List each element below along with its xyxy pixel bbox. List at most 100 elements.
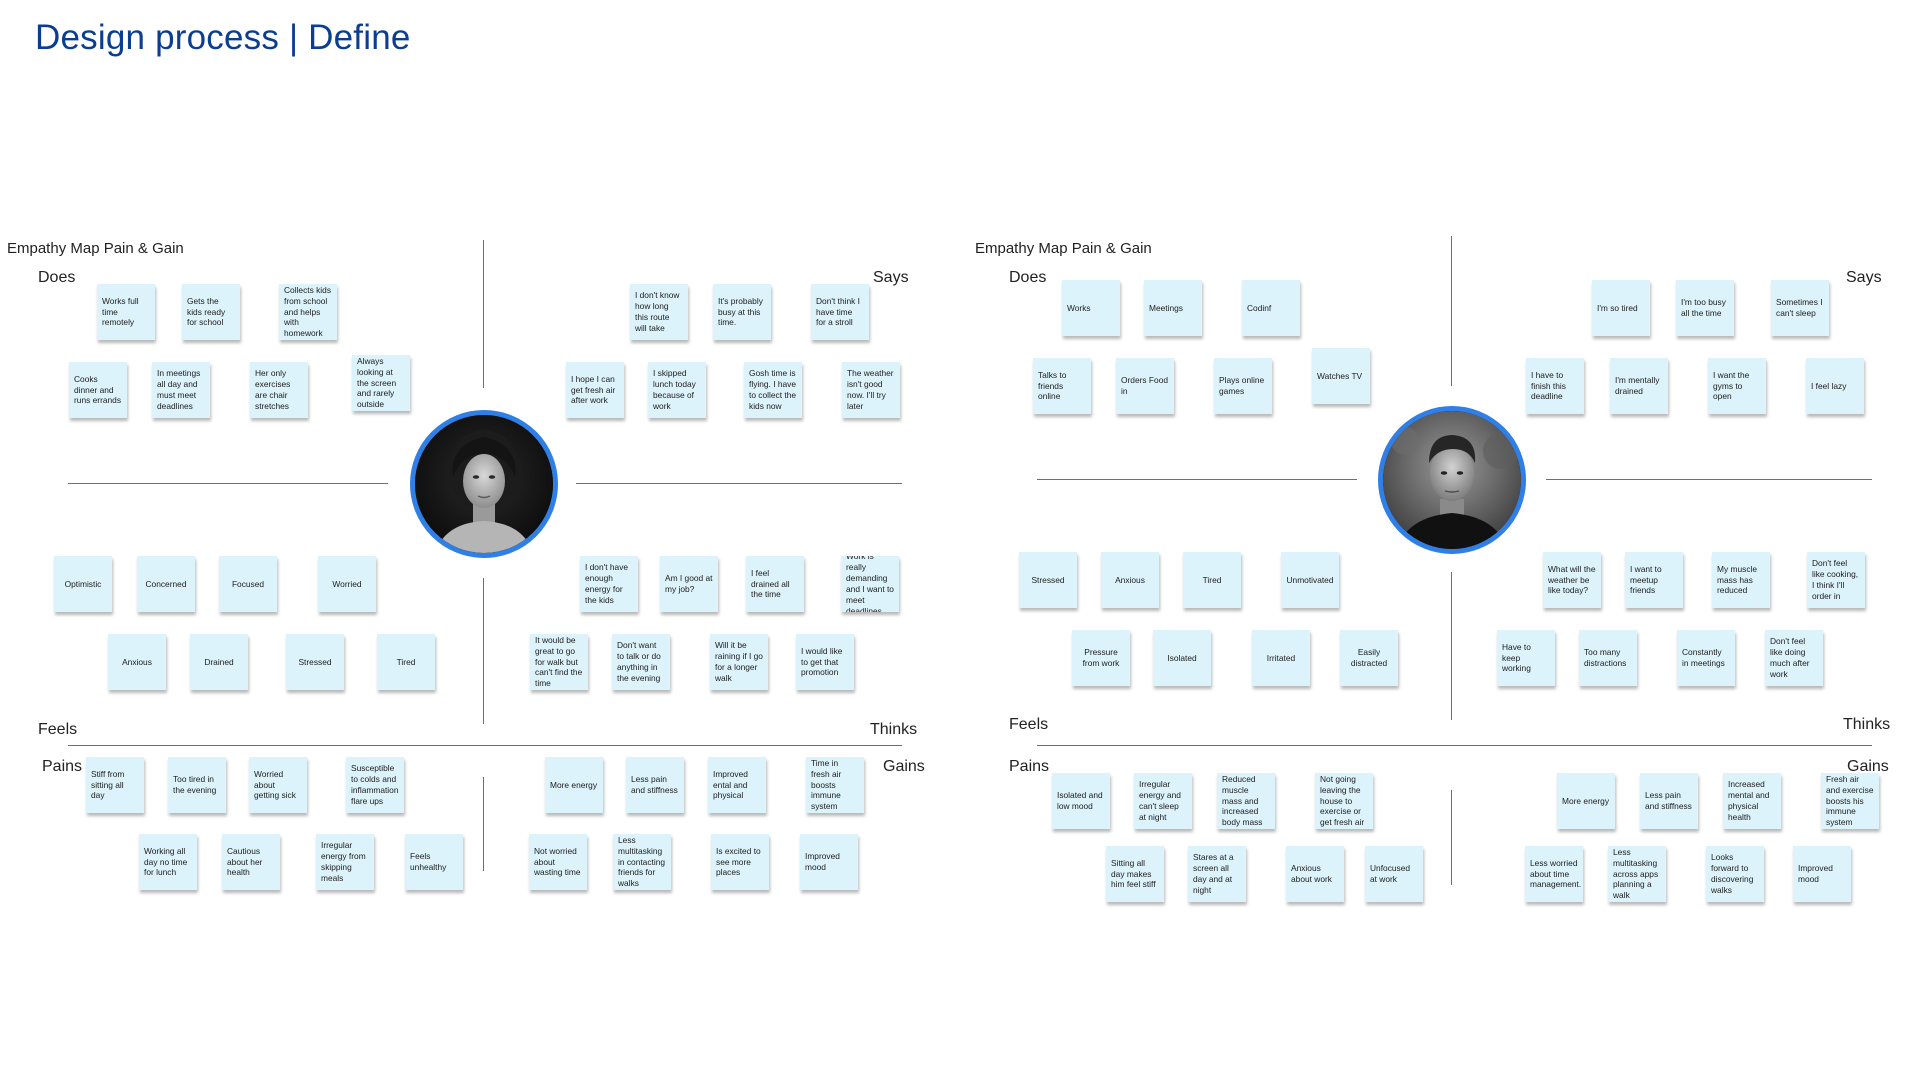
sticky-note-gains: Less worried about time management. (1525, 846, 1583, 902)
sticky-note-says: I'm too busy all the time (1676, 280, 1734, 336)
sticky-note-says: I'm mentally drained (1610, 358, 1668, 414)
label-feels: Feels (1009, 716, 1049, 733)
sticky-note-does: Works full time remotely (97, 284, 155, 340)
sticky-note-thinks: Have to keep working (1497, 630, 1555, 686)
sticky-note-gains: More energy (545, 757, 603, 813)
sticky-note-thinks: Will it be raining if I go for a longer … (710, 634, 768, 690)
sticky-note-gains: Less pain and stiffness (626, 757, 684, 813)
sticky-note-feels: Stressed (1019, 552, 1077, 608)
sticky-note-says: The weather isn't good now. I'll try lat… (842, 362, 900, 418)
page-title: Design process | Define (35, 18, 411, 57)
sticky-note-thinks: Work is really demanding and I want to m… (841, 556, 899, 612)
sticky-note-feels: Concerned (137, 556, 195, 612)
label-gains: Gains (883, 758, 925, 775)
sticky-note-pains: Irregular energy and can't sleep at nigh… (1134, 773, 1192, 829)
sticky-note-thinks: Don't want to talk or do anything in the… (612, 634, 670, 690)
sticky-note-pains: Anxious about work (1286, 846, 1344, 902)
sticky-note-feels: Focused (219, 556, 277, 612)
sticky-note-thinks: I want to meetup friends (1625, 552, 1683, 608)
label-says: Says (1846, 269, 1882, 286)
sticky-note-does: Cooks dinner and runs errands (69, 362, 127, 418)
divider-vertical-top (483, 240, 484, 388)
sticky-note-gains: Less multitasking across apps planning a… (1608, 846, 1666, 902)
sticky-note-says: I don't know how long this route will ta… (630, 284, 688, 340)
sticky-note-gains: Less multitasking in contacting friends … (613, 834, 671, 890)
label-says: Says (873, 269, 909, 286)
sticky-note-gains: Less pain and stiffness (1640, 773, 1698, 829)
label-does: Does (1009, 269, 1047, 286)
sticky-note-pains: Feels unhealthy (405, 834, 463, 890)
sticky-note-pains: Not going leaving the house to exercise … (1315, 773, 1373, 829)
sticky-note-feels: Pressure from work (1072, 630, 1130, 686)
sticky-note-thinks: It would be great to go for walk but can… (530, 634, 588, 690)
sticky-note-gains: Improved mood (1793, 846, 1851, 902)
sticky-note-feels: Tired (377, 634, 435, 690)
label-pains: Pains (1009, 758, 1050, 775)
sticky-note-pains: Too tired in the evening (168, 757, 226, 813)
sticky-note-feels: Anxious (1101, 552, 1159, 608)
label-feels: Feels (38, 721, 78, 738)
sticky-note-gains: Improved ental and physical (708, 757, 766, 813)
sticky-note-thinks: What will the weather be like today? (1543, 552, 1601, 608)
divider-vertical-bottom (483, 578, 484, 724)
sticky-note-feels: Irritated (1252, 630, 1310, 686)
label-thinks: Thinks (1843, 716, 1891, 733)
man-portrait-icon (1383, 411, 1521, 549)
woman-portrait-icon (415, 415, 553, 553)
divider-vertical-bottom (1451, 572, 1452, 720)
sticky-note-does: Watches TV (1312, 348, 1370, 404)
divider-pains-gains (68, 745, 902, 746)
sticky-note-does: In meetings all day and must meet deadli… (152, 362, 210, 418)
divider-horizontal-right (1546, 479, 1872, 480)
sticky-note-pains: Stares at a screen all day and at night (1188, 846, 1246, 902)
sticky-note-thinks: Am I good at my job? (660, 556, 718, 612)
sticky-note-thinks: I feel drained all the time (746, 556, 804, 612)
sticky-note-thinks: Don't feel like cooking, I think I'll or… (1807, 552, 1865, 608)
sticky-note-pains: Irregular energy from skipping meals (316, 834, 374, 890)
sticky-note-says: It's probably busy at this time. (713, 284, 771, 340)
sticky-note-says: I want the gyms to open (1708, 358, 1766, 414)
sticky-note-feels: Stressed (286, 634, 344, 690)
sticky-note-pains: Stiff from sitting all day (86, 757, 144, 813)
label-pains: Pains (42, 758, 83, 775)
persona-avatar (410, 410, 558, 558)
sticky-note-gains: More energy (1557, 773, 1615, 829)
sticky-note-feels: Optimistic (54, 556, 112, 612)
sticky-note-feels: Drained (190, 634, 248, 690)
sticky-note-gains: Is excited to see more places (711, 834, 769, 890)
sticky-note-pains: Working all day no time for lunch (139, 834, 197, 890)
sticky-note-feels: Isolated (1153, 630, 1211, 686)
label-does: Does (38, 269, 76, 286)
sticky-note-does: Codinf (1242, 280, 1300, 336)
divider-horizontal-left (68, 483, 388, 484)
sticky-note-pains: Unfocused at work (1365, 846, 1423, 902)
divider-horizontal-right (576, 483, 902, 484)
sticky-note-does: Talks to friends online (1033, 358, 1091, 414)
map-title: Empathy Map Pain & Gain (7, 240, 184, 257)
sticky-note-does: Works (1062, 280, 1120, 336)
sticky-note-does: Meetings (1144, 280, 1202, 336)
sticky-note-does: Collects kids from school and helps with… (279, 284, 337, 340)
label-thinks: Thinks (870, 721, 918, 738)
sticky-note-gains: Not worried about wasting time (529, 834, 587, 890)
sticky-note-thinks: Don't feel like doing much after work (1765, 630, 1823, 686)
map-title: Empathy Map Pain & Gain (975, 240, 1152, 257)
sticky-note-gains: Looks forward to discovering walks (1706, 846, 1764, 902)
sticky-note-does: Her only exercises are chair stretches (250, 362, 308, 418)
sticky-note-does: Always looking at the screen and rarely … (352, 355, 410, 411)
sticky-note-pains: Worried about getting sick (249, 757, 307, 813)
sticky-note-thinks: Too many distractions (1579, 630, 1637, 686)
sticky-note-gains: Time in fresh air boosts immune system (806, 757, 864, 813)
sticky-note-pains: Sitting all day makes him feel stiff (1106, 846, 1164, 902)
sticky-note-says: I'm so tired (1592, 280, 1650, 336)
divider-vertical-pains-gains (483, 777, 484, 871)
sticky-note-gains: Increased mental and physical health (1723, 773, 1781, 829)
sticky-note-feels: Anxious (108, 634, 166, 690)
sticky-note-feels: Unmotivated (1281, 552, 1339, 608)
sticky-note-thinks: I don't have enough energy for the kids (580, 556, 638, 612)
sticky-note-says: I skipped lunch today because of work (648, 362, 706, 418)
sticky-note-says: I have to finish this deadline (1526, 358, 1584, 414)
sticky-note-thinks: I would like to get that promotion (796, 634, 854, 690)
sticky-note-feels: Tired (1183, 552, 1241, 608)
sticky-note-says: I hope I can get fresh air after work (566, 362, 624, 418)
